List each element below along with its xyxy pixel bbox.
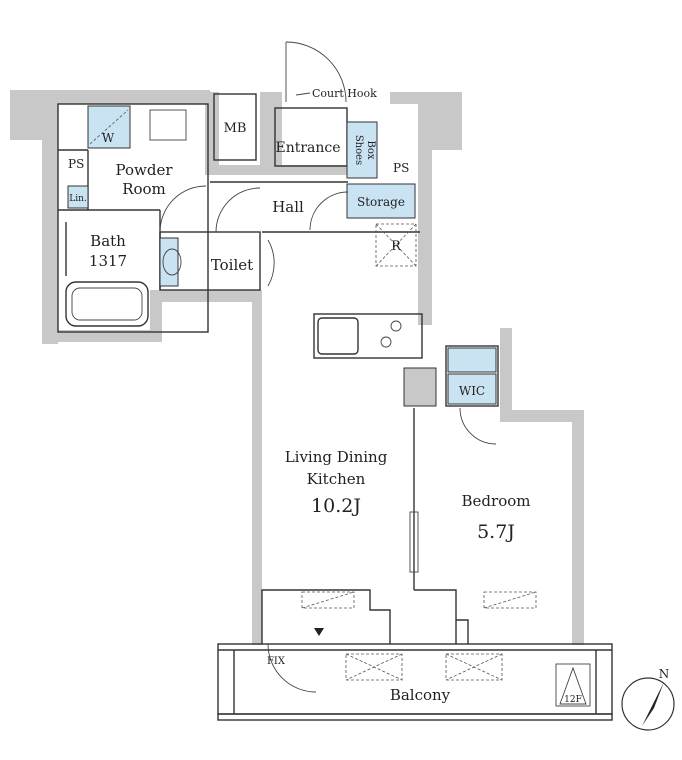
entry-arrow-icon [314, 628, 324, 636]
label-linen: Lin. [69, 194, 87, 204]
label-bath-line1: Bath [90, 232, 126, 250]
label-entrance: Entrance [275, 140, 340, 156]
interior-lines [57, 93, 537, 644]
label-powder-line1: Powder [115, 161, 173, 179]
compass-north-label: N [659, 667, 670, 681]
label-shoes-line1: Shoes [353, 135, 364, 165]
label-washer: W [102, 131, 115, 145]
doors [159, 41, 497, 693]
label-ldk-line2: Kitchen [307, 470, 366, 488]
label-balcony: Balcony [390, 686, 451, 704]
label-fix: FIX [267, 656, 286, 667]
label-ps-right: PS [393, 161, 409, 175]
label-ps-left: PS [68, 157, 84, 171]
label-bedroom: Bedroom [462, 492, 531, 510]
outer-walls [10, 90, 584, 645]
label-refrigerator: R [391, 239, 402, 254]
label-toilet: Toilet [211, 256, 253, 274]
small-labels: Court Hook PS PS W Lin. R FIX 12F Shoes … [68, 87, 582, 705]
label-storage: Storage [357, 195, 405, 209]
north-compass-icon: N [621, 667, 675, 731]
label-mb: MB [224, 121, 247, 136]
label-powder-line2: Room [122, 180, 166, 198]
balcony-area [217, 643, 613, 721]
label-bath-line2: 1317 [89, 252, 127, 270]
room-labels: Toilet Hall Entrance Storage MB WIC 10.2… [211, 121, 531, 704]
label-bedroom-size: 5.7J [477, 521, 515, 543]
ldk-label-group: Living Dining Kitchen Powder Room Bath 1… [89, 161, 388, 488]
label-floor: 12F [564, 695, 582, 705]
label-hall: Hall [272, 198, 304, 216]
label-ldk-size: 10.2J [311, 495, 361, 517]
label-ldk-line1: Living Dining [285, 448, 388, 466]
label-shoes-line2: Box [365, 140, 376, 159]
label-court-hook: Court Hook [312, 87, 377, 100]
label-wic: WIC [459, 384, 485, 398]
